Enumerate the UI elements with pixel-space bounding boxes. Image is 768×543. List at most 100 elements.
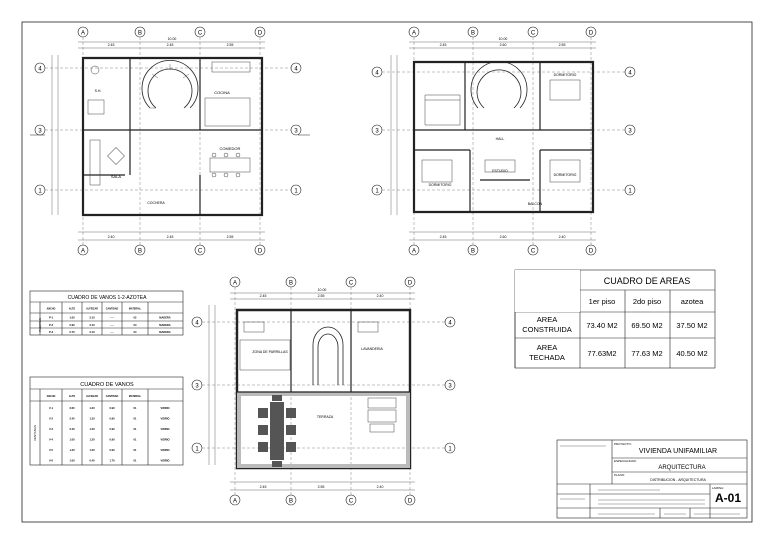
grid-label: D xyxy=(258,249,263,255)
dimension: 2.55 xyxy=(227,43,234,47)
plan-first-floor: A B C D A B C D 4 3 1 4 3 1 10.00 2.45 2… xyxy=(30,26,310,256)
grid-label: 4 xyxy=(195,321,199,327)
dimension: 2.40 xyxy=(559,235,566,239)
plan-roof-floor: A B C D A B C D 4 3 1 4 3 1 10.00 2.45 2… xyxy=(191,276,456,506)
grid-label: D xyxy=(589,31,594,37)
col-header: ALFEIZAR xyxy=(86,308,98,311)
col-header: CANTIDAD xyxy=(106,395,119,398)
room-label: COCINA xyxy=(214,90,230,95)
grid-label: 1 xyxy=(38,189,42,195)
table-cell: 01 xyxy=(134,448,137,452)
table-cell: 0.90 xyxy=(109,448,115,452)
field-label: LAMINA: xyxy=(712,486,724,490)
area-value: 73.40 M2 xyxy=(586,321,617,330)
title-block: PROYECTO: VIVIENDA UNIFAMILIAR ESPECIALI… xyxy=(556,439,748,519)
dimension: 2.45 xyxy=(167,43,174,47)
room-label: ESTUDIO xyxy=(492,169,508,173)
plan-second-floor: A B C D A B C D 4 3 1 4 3 1 10.00 2.45 2… xyxy=(371,26,636,256)
grid-label: D xyxy=(589,249,594,255)
door-type: P-3 xyxy=(49,330,54,334)
table-cell: 04 xyxy=(134,330,137,334)
grid-label: A xyxy=(412,31,416,37)
table-cell: 01 xyxy=(134,427,137,431)
side-label: VENTANAS xyxy=(33,425,37,441)
table-title: CUADRO DE VANOS xyxy=(80,382,134,388)
window-type: V-5 xyxy=(49,448,53,452)
table-cell: 0.70 xyxy=(69,330,75,334)
dimension: 2.40 xyxy=(377,294,384,298)
grid-label: 4 xyxy=(38,67,42,73)
table-cell: 0.40 xyxy=(89,459,95,463)
grid-label: C xyxy=(531,249,536,255)
dimension: 2.55 xyxy=(318,294,325,298)
grid-label: C xyxy=(349,281,354,287)
table-cell: 02 xyxy=(134,316,137,320)
table-cell: 1.20 xyxy=(89,438,95,442)
sheet-border xyxy=(21,21,753,523)
area-value: 77.63 M2 xyxy=(631,349,662,358)
window-type: V-3 xyxy=(49,427,53,431)
dimension: 2.45 xyxy=(260,485,267,489)
vanos-azotea-table: CUADRO DE VANOS 1-2-AZOTEA PUERTAS ANCHO… xyxy=(29,290,184,336)
table-cell: 0.90 xyxy=(109,427,115,431)
table-cell: 2.10 xyxy=(89,316,95,320)
grid-label: 1 xyxy=(628,189,632,195)
col-header: ALTO xyxy=(69,308,75,311)
grid-label: 1 xyxy=(195,447,199,453)
table-cell: 04 xyxy=(134,323,137,327)
grid-label: 3 xyxy=(448,384,452,390)
room-label: ZONA DE PARRILLAS xyxy=(252,350,288,354)
table-cell: ---- xyxy=(110,317,114,320)
col-header: 2do piso xyxy=(633,297,661,306)
grid-label: C xyxy=(198,249,203,255)
room-label: DORMITORIO xyxy=(429,183,452,187)
dimension: 10.00 xyxy=(499,37,508,41)
table-cell: MADERA xyxy=(159,330,171,334)
plan2-row-bubbles: 4 3 1 4 3 1 xyxy=(371,66,636,196)
table-cell: 2.10 xyxy=(89,330,95,334)
table-cell: MADERA xyxy=(159,323,171,327)
table-cell: 01 xyxy=(134,459,137,463)
table-cell: 0.90 xyxy=(109,438,115,442)
dimension: 2.45 xyxy=(440,235,447,239)
plan1-column-bubbles: A B C D A B C D xyxy=(77,26,266,256)
table-cell: 1.20 xyxy=(89,417,95,421)
table-cell: 2.60 xyxy=(69,406,75,410)
room-label: COCHERA xyxy=(147,201,165,205)
dimension: 2.55 xyxy=(318,485,325,489)
field-label: ESPECIALIDAD: xyxy=(614,459,637,463)
field-label: PROYECTO: xyxy=(614,442,632,446)
specialty: ARQUITECTURA xyxy=(658,465,705,471)
dimension: 2.40 xyxy=(377,485,384,489)
table-cell: VIDRIO xyxy=(161,459,170,463)
col-header: 1er piso xyxy=(589,297,616,306)
table-cell: VIDRIO xyxy=(161,427,170,431)
window-type: V-4 xyxy=(49,438,53,442)
room-label: DORMITORIO xyxy=(554,173,577,177)
table-cell: 01 xyxy=(134,438,137,442)
table-cell: VIDRIO xyxy=(161,406,170,410)
grid-label: 1 xyxy=(448,447,452,453)
plan2-column-bubbles: A B C D A B C D xyxy=(408,26,597,256)
area-value: 77.63M2 xyxy=(587,349,616,358)
table-cell: MADERA xyxy=(159,316,171,320)
table-cell: 0.90 xyxy=(69,323,75,327)
room-label: DORMITORIO xyxy=(554,73,577,77)
grid-label: 4 xyxy=(294,67,298,73)
table-cell: 0.90 xyxy=(109,406,115,410)
table-cell: 2.10 xyxy=(89,323,95,327)
grid-label: B xyxy=(471,249,475,255)
area-value: 37.50 M2 xyxy=(676,321,707,330)
row-label: AREA xyxy=(537,315,557,324)
sheet-number: A-01 xyxy=(715,491,741,505)
grid-label: B xyxy=(138,249,142,255)
room-label: LAVANDERIA xyxy=(361,347,383,351)
grid-label: 3 xyxy=(195,384,199,390)
col-header: ALFEIZAR xyxy=(86,395,98,398)
door-type: P-1 xyxy=(49,316,54,320)
plan3-column-bubbles: A B C D A B C D xyxy=(229,276,416,506)
row-label: TECHADA xyxy=(529,353,565,362)
table-cell: 01 xyxy=(134,406,137,410)
